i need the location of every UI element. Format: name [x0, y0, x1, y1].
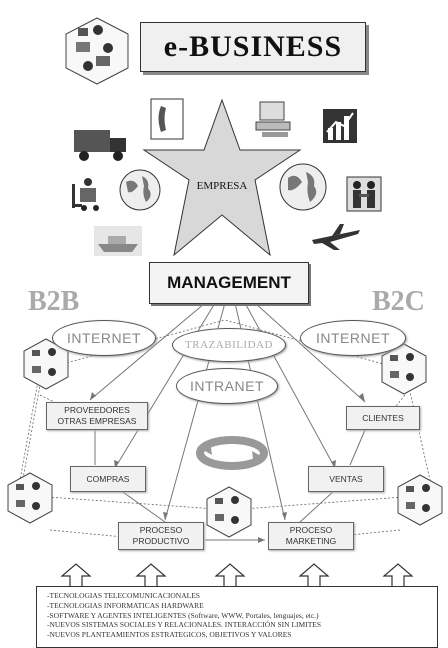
hexagon-people-icon: [23, 338, 69, 390]
management-label: MANAGEMENT: [167, 273, 291, 292]
trazabilidad-label: TRAZABILIDAD: [185, 339, 273, 351]
forklift-icon: [72, 178, 99, 211]
technology-item: -TECNOLOGIAS TELECOMUNICACIONALES: [47, 591, 200, 600]
internet-left-label: INTERNET: [67, 330, 141, 346]
empresa-star: [142, 98, 302, 257]
clientes-box: CLIENTES: [346, 406, 420, 430]
internet-right-label: INTERNET: [316, 330, 390, 346]
technologies-box: -TECNOLOGIAS TELECOMUNICACIONALES -TECNO…: [36, 586, 438, 648]
hexagon-people-icon: [7, 472, 53, 524]
hexagon-people-icon: [206, 486, 252, 538]
hexagon-people-icon: [65, 17, 129, 85]
computer-icon: [255, 101, 291, 137]
handshake-icon: [346, 176, 382, 212]
airplane-icon: [312, 224, 360, 250]
b2c-label: B2C: [372, 286, 425, 317]
proveedores-box: PROVEEDORES OTRAS EMPRESAS: [46, 402, 148, 430]
globe-icon: [119, 169, 161, 211]
intranet-label: INTRANET: [190, 378, 264, 394]
proveedores-label: PROVEEDORES OTRAS EMPRESAS: [57, 405, 137, 426]
technology-item: -SOFTWARE Y AGENTES INTELIGENTES (Softwa…: [47, 610, 319, 620]
truck-icon: [74, 130, 126, 161]
intranet-ellipse: INTRANET: [176, 368, 278, 404]
trazabilidad-ellipse: TRAZABILIDAD: [172, 328, 286, 362]
hexagon-people-icon: [381, 343, 427, 395]
b2b-label: B2B: [28, 286, 80, 317]
globe-icon: [279, 163, 327, 211]
ventas-label: VENTAS: [329, 473, 363, 484]
technology-item: -NUEVOS SISTEMAS SOCIALES Y RELACIONALES…: [47, 620, 322, 630]
page-title: e-BUSINESS: [163, 30, 343, 63]
proceso-marketing-label: PROCESO MARKETING: [285, 525, 337, 546]
chart-icon: [323, 109, 357, 143]
proceso-marketing-box: PROCESO MARKETING: [268, 522, 354, 550]
technologies-list: -TECNOLOGIAS TELECOMUNICACIONALES -TECNO…: [47, 591, 321, 640]
management-box: MANAGEMENT: [149, 262, 309, 304]
proceso-productivo-label: PROCESO PRODUCTIVO: [132, 525, 190, 546]
internet-right-ellipse: INTERNET: [300, 320, 406, 356]
internet-left-ellipse: INTERNET: [52, 320, 156, 356]
hexagon-people-icon: [397, 474, 443, 526]
compras-label: COMPRAS: [86, 473, 130, 484]
proceso-productivo-box: PROCESO PRODUCTIVO: [118, 522, 204, 550]
ventas-box: VENTAS: [308, 466, 384, 492]
ship-icon: [94, 226, 142, 256]
phone-icon: [150, 98, 184, 140]
cycle-arrows-icon: [196, 436, 268, 470]
technology-item: -TECNOLOGIAS INFORMATICAS HARDWARE: [47, 600, 204, 610]
empresa-label: EMPRESA: [196, 180, 248, 192]
clientes-label: CLIENTES: [362, 412, 404, 423]
technology-item: -NUEVOS PLANTEAMIENTOS ESTRATEGICOS, OBJ…: [47, 630, 292, 640]
compras-box: COMPRAS: [70, 466, 146, 492]
title-box: e-BUSINESS: [140, 22, 366, 72]
